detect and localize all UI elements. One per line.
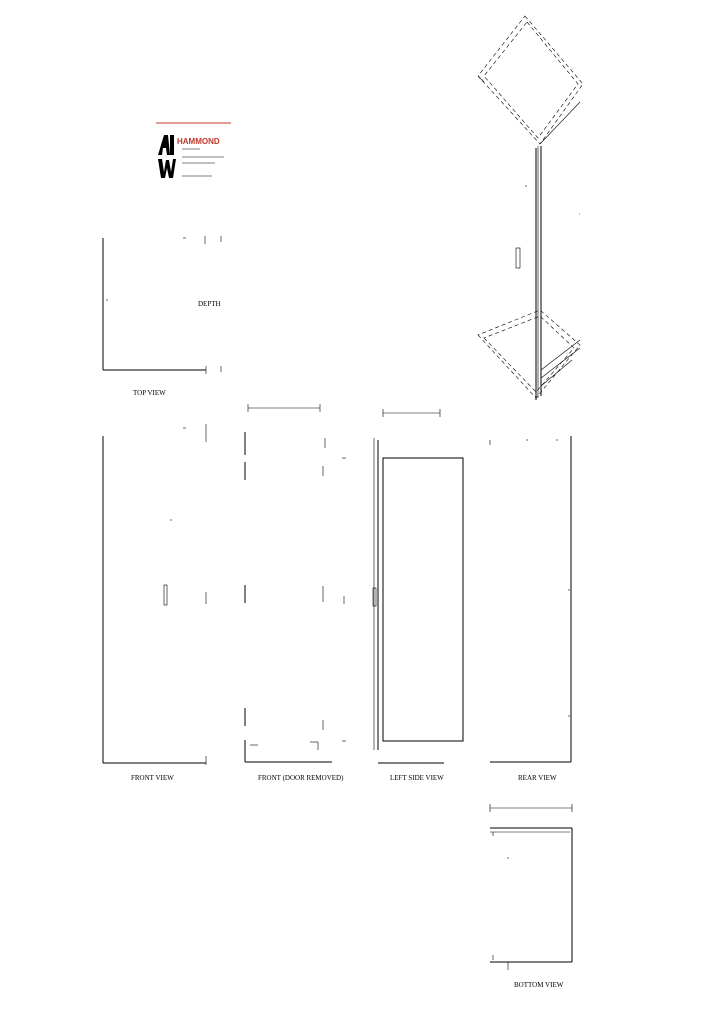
top-view-label: TOP VIEW xyxy=(133,389,166,397)
top-view: DEPTH TOP VIEW xyxy=(102,236,222,397)
front-door-removed-label: FRONT (DOOR REMOVED) xyxy=(258,774,344,782)
logo-mark-icon xyxy=(158,135,176,178)
bottom-view-label: BOTTOM VIEW xyxy=(514,981,564,989)
front-door-removed-view: FRONT (DOOR REMOVED) xyxy=(244,404,346,782)
front-view: FRONT VIEW xyxy=(102,424,207,782)
logo-brand: HAMMOND xyxy=(177,137,220,146)
top-depth-dim: DEPTH xyxy=(198,300,221,308)
rear-view-label: REAR VIEW xyxy=(518,774,557,782)
rear-view: REAR VIEW xyxy=(489,436,572,782)
left-side-view: LEFT SIDE VIEW xyxy=(372,409,464,782)
isometric-view xyxy=(477,15,584,400)
left-side-view-label: LEFT SIDE VIEW xyxy=(390,774,444,782)
bottom-view: BOTTOM VIEW xyxy=(489,804,573,989)
front-view-label: FRONT VIEW xyxy=(131,774,174,782)
company-logo: HAMMOND xyxy=(156,122,231,178)
